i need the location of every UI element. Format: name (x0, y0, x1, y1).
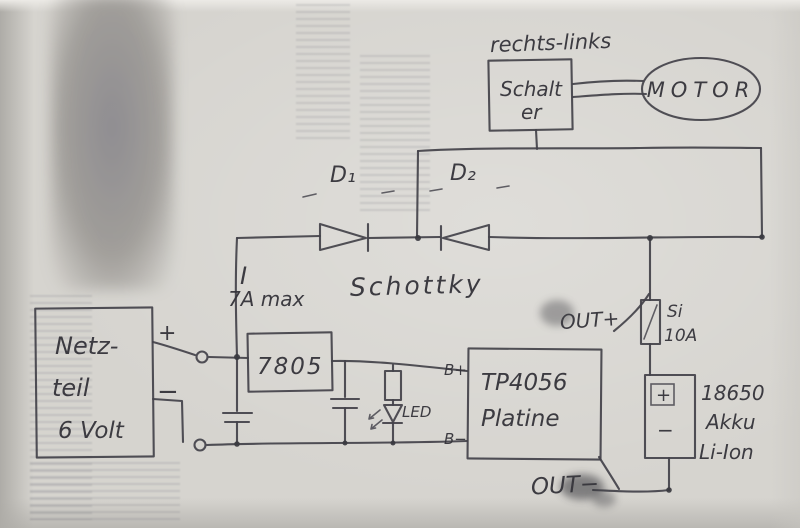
diode-d2-symbol (439, 223, 491, 252)
smudge-1 (540, 300, 574, 326)
tick-4 (496, 185, 510, 189)
current-value-label: 7A max (228, 287, 305, 311)
wire-left-vertical (234, 236, 239, 359)
wire-d1-d2-mid (366, 235, 442, 240)
diode-tick-marks (302, 185, 510, 198)
battery-label-line3: Li-Ion (699, 440, 754, 464)
psu-label-line2: teil (52, 374, 90, 402)
motor-outline (640, 56, 762, 122)
capacitor-1 (221, 355, 254, 446)
current-label: I (240, 262, 247, 290)
psu-minus-label: − (157, 377, 179, 407)
smudge-2 (560, 474, 604, 500)
resistor-body (383, 369, 403, 402)
switch-label-line2: er (521, 100, 543, 124)
battery-label-line2: Akku (704, 410, 756, 434)
wire-top-rail (416, 146, 763, 153)
connector-circle-minus (193, 438, 207, 452)
tick-3 (429, 188, 443, 192)
connector-circle-plus (195, 350, 209, 364)
battery-label-line1: 18650 (701, 381, 765, 405)
psu-box (34, 306, 155, 459)
battery-plus-cell-box (650, 383, 675, 406)
printed-text-ghost-bottom (30, 462, 180, 520)
psu-plus-label: + (158, 321, 176, 346)
wire-switch-motor-1 (571, 79, 645, 86)
smudge-3 (592, 491, 616, 507)
charger-box (466, 347, 603, 461)
wire-right-vertical (759, 146, 764, 239)
printed-text-ghost-left (30, 295, 92, 520)
switch-label-line1: Schalt (500, 77, 563, 101)
fuse-label-line1: Si (667, 302, 683, 322)
smudges (540, 300, 616, 507)
fuse-diagonal (643, 304, 658, 340)
wire-plus-to-7805 (207, 355, 250, 360)
wire-diode-rail-right (487, 235, 764, 240)
battery-plus-label: + (656, 385, 671, 406)
direction-label: rechts-links (490, 29, 612, 57)
wire-switch-drop (534, 128, 539, 151)
tick-1 (302, 193, 317, 198)
wire-switch-motor-2 (571, 92, 648, 99)
diode-d2-label: D₂ (450, 161, 476, 186)
schottky-label: Schottky (350, 269, 484, 301)
battery-minus-label: − (657, 418, 674, 442)
charger-bplus-label: B+ (444, 361, 467, 379)
led-triangle (382, 403, 404, 424)
wire-junction-vertical (415, 149, 420, 239)
wire-ground-rail (205, 439, 469, 447)
capacitor-2 (329, 359, 361, 445)
led-arrow-1 (368, 409, 381, 420)
charger-label-line2: Platine (481, 406, 560, 432)
wire-charger-out-minus (597, 455, 621, 491)
motor-label: MOTOR (647, 78, 756, 102)
psu-label-line1: Netz- (55, 332, 118, 360)
d1-triangle (318, 222, 368, 252)
wire-d1-anode (235, 234, 322, 240)
switch-box (487, 58, 574, 132)
d2-triangle (441, 223, 491, 252)
photo-bleedthrough (50, 0, 174, 290)
wire-out-plus-pointer (612, 292, 651, 333)
fuse-label-line2: 10A (664, 326, 697, 346)
regulator-7805-label: 7805 (257, 354, 324, 380)
wire-psu-plus-lead (151, 340, 197, 357)
psu-label-line3: 6 Volt (58, 418, 125, 444)
junction-dots (234, 234, 765, 493)
charger-bminus-label: B− (444, 430, 467, 448)
resistor-symbol (383, 363, 403, 407)
led-arrow-2 (370, 419, 383, 430)
printed-text-ghost-top (296, 4, 350, 139)
diode-d1-symbol (318, 222, 370, 253)
led-symbol (368, 403, 404, 445)
tick-2 (381, 190, 395, 194)
diode-d1-label: D₁ (330, 163, 356, 188)
wire-psu-minus-lead (151, 397, 185, 444)
led-label: LED (402, 403, 431, 421)
charger-label-line1: TP4056 (481, 370, 567, 396)
